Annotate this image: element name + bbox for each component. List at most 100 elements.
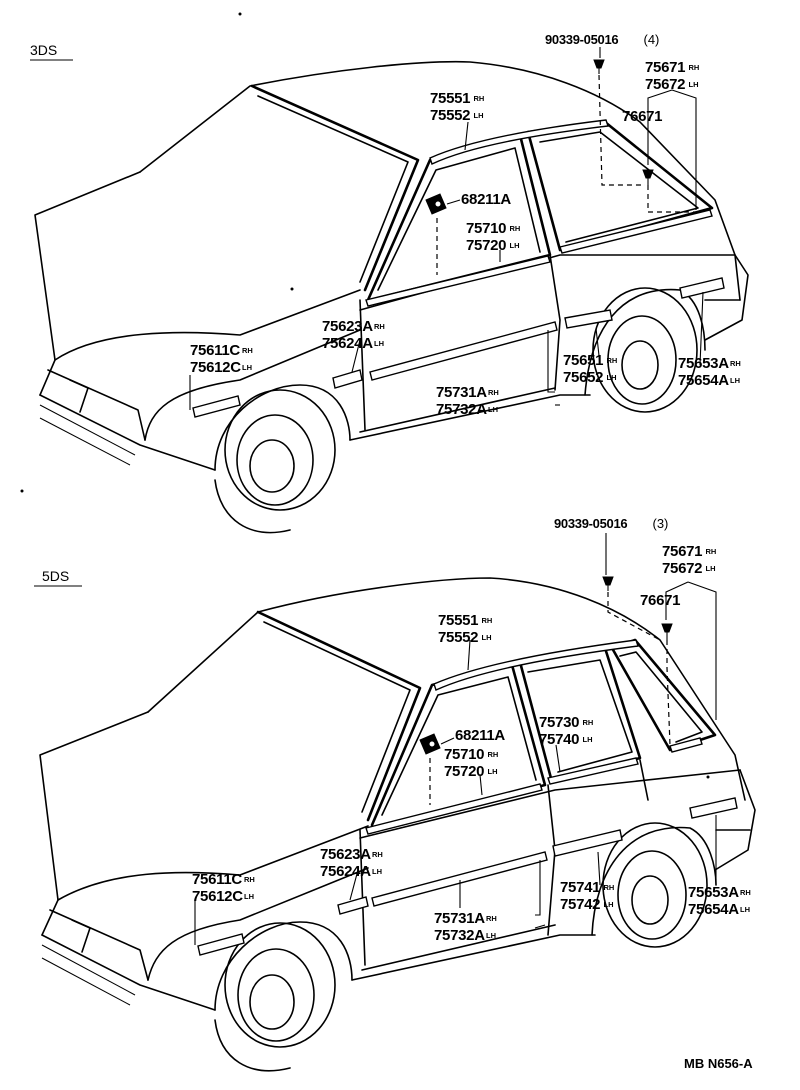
side-suffix: LH	[242, 363, 252, 372]
side-suffix: RH	[607, 356, 618, 365]
part-number: 75611C	[190, 342, 240, 359]
part-number: 75671	[645, 59, 685, 76]
side-suffix: LH	[510, 241, 520, 250]
leaders-5ds	[194, 533, 717, 945]
part-number: 75654A	[688, 901, 739, 918]
part-number: 75624A	[322, 335, 373, 352]
part-number: 75720	[444, 763, 484, 780]
callout-5ds-quarter-moulding: 75671 RH 75672 LH	[662, 543, 716, 577]
car-5ds-drawing	[39, 576, 756, 1072]
side-suffix: LH	[372, 867, 382, 876]
part-number: 75671	[662, 543, 702, 560]
part-number: 75732A	[436, 401, 487, 418]
part-number: 90339-05016	[545, 32, 618, 47]
part-number: 75732A	[434, 927, 485, 944]
part-number: 75710	[466, 220, 506, 237]
side-suffix: RH	[488, 388, 499, 397]
side-suffix: LH	[607, 373, 617, 382]
part-number: 75652	[563, 369, 603, 386]
part-number: 75653A	[688, 884, 739, 901]
side-suffix: LH	[730, 376, 740, 385]
callout-5ds-mirror: 68211A	[455, 727, 506, 744]
part-number: 75654A	[678, 372, 729, 389]
side-suffix: LH	[740, 905, 750, 914]
callout-3ds-clip: 90339-05016 (4)	[545, 32, 659, 47]
side-suffix: LH	[583, 735, 593, 744]
callout-5ds-clip: 90339-05016 (3)	[554, 516, 668, 531]
side-suffix: LH	[604, 900, 614, 909]
part-number: 75710	[444, 746, 484, 763]
part-number: 75551	[430, 90, 470, 107]
side-suffix: RH	[374, 322, 385, 331]
side-suffix: RH	[583, 718, 594, 727]
callout-5ds-belt-moulding: 75710 RH 75720 LH	[444, 746, 498, 780]
side-suffix: RH	[740, 888, 751, 897]
callout-5ds-rear-door-moulding: 75741 RH 75742 LH	[560, 879, 614, 913]
quantity: (4)	[644, 32, 660, 47]
side-suffix: LH	[689, 80, 699, 89]
part-number: 90339-05016	[554, 516, 627, 531]
part-number: 75731A	[436, 384, 487, 401]
part-number: 75551	[438, 612, 478, 629]
part-number: 75741	[560, 879, 600, 896]
side-suffix: LH	[706, 564, 716, 573]
part-number: 75612C	[192, 888, 243, 905]
side-suffix: RH	[244, 875, 255, 884]
part-number: 75623A	[322, 318, 373, 335]
part-number: 75742	[560, 896, 600, 913]
side-suffix: RH	[706, 547, 717, 556]
side-suffix: LH	[374, 339, 384, 348]
part-number: 68211A	[455, 727, 505, 744]
part-number: 75720	[466, 237, 506, 254]
part-number: 75672	[662, 560, 702, 577]
side-suffix: RH	[372, 850, 383, 859]
part-number: 75623A	[320, 846, 371, 863]
side-suffix: RH	[730, 359, 741, 368]
leaders-3ds	[189, 47, 704, 410]
part-number: 75672	[645, 76, 685, 93]
part-number: 75624A	[320, 863, 371, 880]
callout-3ds-belt-moulding: 75710 RH 75720 LH	[466, 220, 520, 254]
part-number: 75731A	[434, 910, 485, 927]
side-suffix: RH	[510, 224, 521, 233]
side-suffix: LH	[486, 931, 496, 940]
quantity: (3)	[653, 516, 669, 531]
part-number: 75740	[539, 731, 579, 748]
part-number: 75730	[539, 714, 579, 731]
part-number: 75552	[438, 629, 478, 646]
side-suffix: RH	[242, 346, 253, 355]
section-label-5ds: 5DS	[42, 568, 69, 584]
side-suffix: RH	[486, 914, 497, 923]
callout-5ds-rear-belt-moulding: 75730 RH 75740 LH	[539, 714, 593, 748]
part-number: 76671	[622, 108, 662, 125]
part-number: 75651	[563, 352, 603, 369]
side-suffix: RH	[488, 750, 499, 759]
diagram-code: MB N656-A	[684, 1056, 753, 1071]
callout-3ds-bracket: 76671	[622, 108, 663, 125]
side-suffix: RH	[474, 94, 485, 103]
part-number: 76671	[640, 592, 680, 609]
callout-5ds-bracket: 76671	[640, 592, 681, 609]
side-suffix: RH	[604, 883, 615, 892]
callout-3ds-quarter-panel-moulding: 75651 RH 75652 LH	[563, 352, 617, 386]
side-suffix: LH	[488, 405, 498, 414]
side-suffix: LH	[482, 633, 492, 642]
part-number: 75611C	[192, 871, 242, 888]
part-number: 75653A	[678, 355, 729, 372]
car-3ds-drawing	[20, 12, 749, 534]
side-suffix: LH	[244, 892, 254, 901]
part-number: 68211A	[461, 191, 511, 208]
side-suffix: LH	[488, 767, 498, 776]
part-number: 75612C	[190, 359, 241, 376]
side-suffix: LH	[474, 111, 484, 120]
